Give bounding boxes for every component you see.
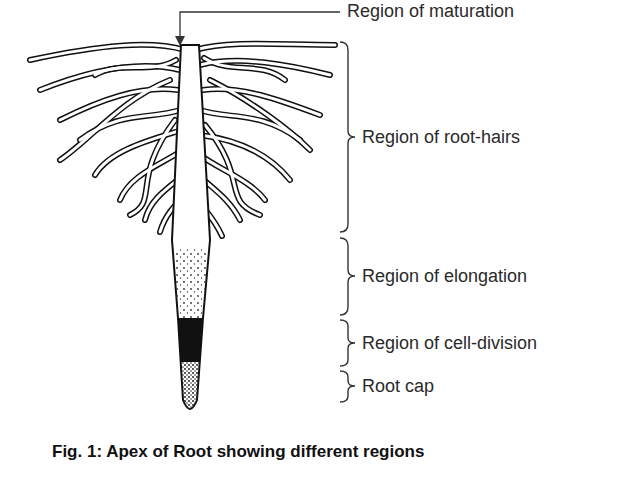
root-hairs-label: Region of root-hairs: [362, 127, 520, 149]
cell-division-label: Region of cell-division: [362, 333, 537, 355]
root-cap-label: Root cap: [362, 376, 434, 398]
figure-caption: Fig. 1: Apex of Root showing different r…: [52, 442, 424, 462]
maturation-label: Region of maturation: [347, 1, 514, 23]
elongation-label: Region of elongation: [362, 266, 527, 288]
